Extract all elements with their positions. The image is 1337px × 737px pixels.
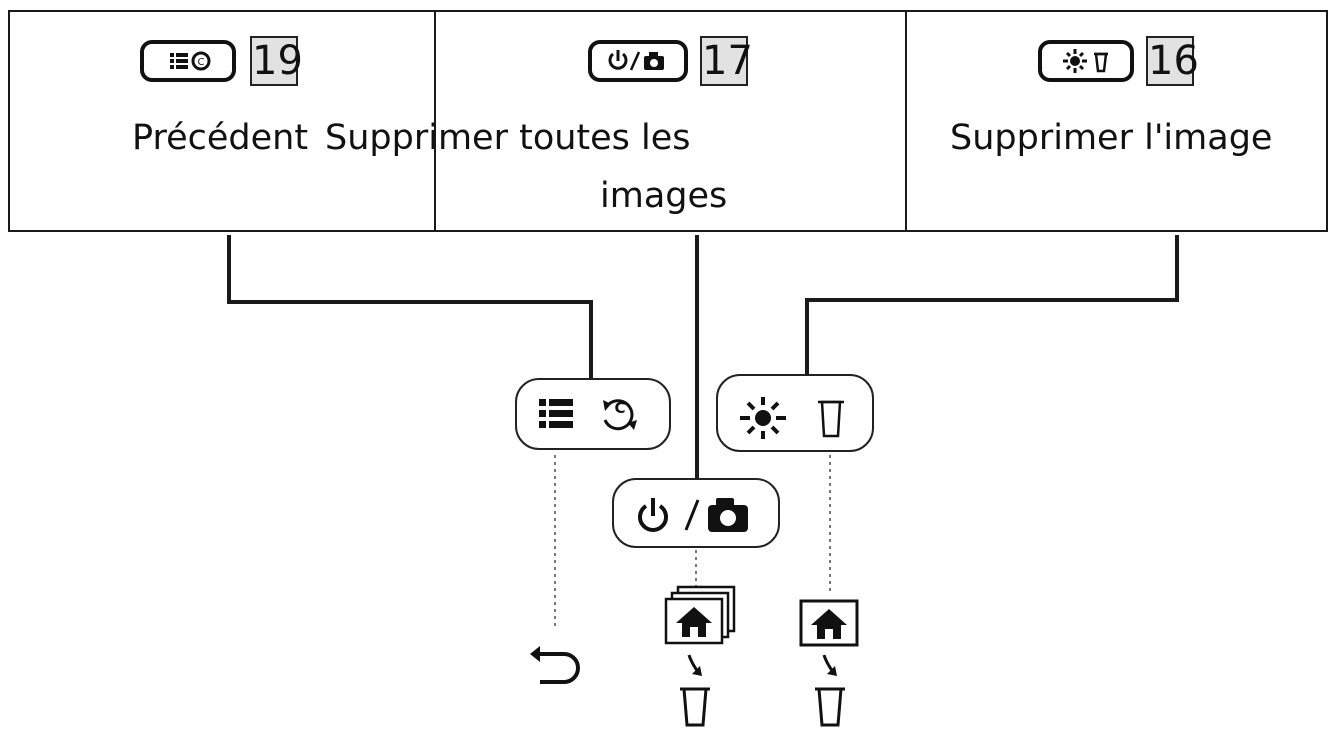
label-delete-image: Supprimer l'image <box>950 118 1273 158</box>
label-delete-all-line2: images <box>600 176 728 216</box>
svg-text:C: C <box>614 399 625 417</box>
function-table <box>8 10 1328 232</box>
brightness-delete-key-icon <box>1038 40 1134 82</box>
svg-text:C: C <box>198 57 205 68</box>
power-icon <box>638 498 668 532</box>
label-delete-all-line1: Supprimer toutes les <box>325 118 691 158</box>
separator-slash <box>684 499 700 531</box>
page-ref-number: 17 <box>700 36 753 86</box>
brightness-icon <box>740 397 786 439</box>
power-camera-button[interactable] <box>612 478 780 548</box>
column-divider <box>905 12 907 230</box>
camera-icon <box>708 498 748 532</box>
rotate-icon: C <box>603 399 637 431</box>
brightness-delete-button[interactable] <box>716 374 874 452</box>
trash-icon <box>680 687 710 727</box>
column-divider <box>434 12 436 230</box>
page-ref-number: 19 <box>250 36 303 86</box>
down-arrow-icon <box>822 654 837 676</box>
down-arrow-icon <box>687 654 702 676</box>
power-camera-key-icon <box>588 40 688 82</box>
home-icon <box>811 609 847 625</box>
home-icon <box>676 607 712 623</box>
single-image-icon <box>799 599 859 647</box>
trash-icon <box>815 687 845 727</box>
all-images-stack-icon <box>664 585 736 645</box>
label-previous: Précédent <box>132 118 309 158</box>
return-arrow-icon <box>530 646 580 684</box>
menu-rotate-key-icon: C <box>140 40 236 82</box>
menu-rotate-button[interactable]: C <box>515 378 671 450</box>
trash-icon <box>818 400 844 438</box>
list-icon <box>539 399 573 428</box>
page-ref-number: 16 <box>1146 36 1199 86</box>
